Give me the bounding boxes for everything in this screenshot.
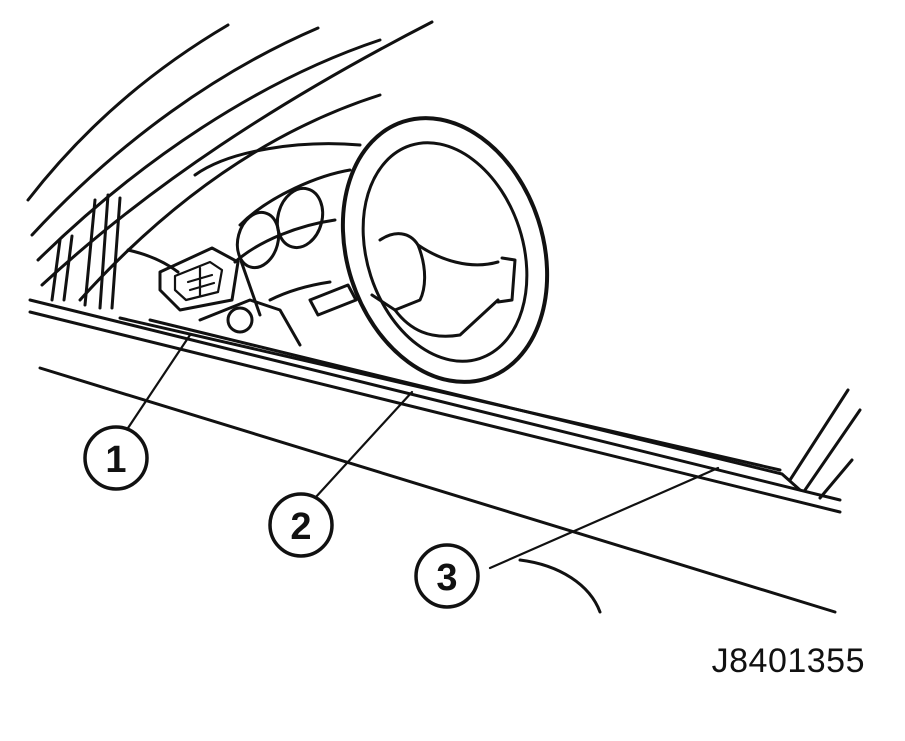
figure-id: J8401355 — [711, 642, 865, 680]
callout-3-label: 3 — [436, 557, 457, 599]
callout-3: 3 — [414, 543, 480, 609]
callout-1: 1 — [83, 425, 149, 491]
dashboard — [126, 142, 362, 347]
callout-2-label: 2 — [290, 506, 311, 548]
leader-lines — [126, 333, 720, 570]
sill-trim — [28, 298, 862, 614]
steering-wheel — [340, 116, 550, 384]
a-pillar — [50, 193, 122, 310]
callout-1-label: 1 — [105, 439, 126, 481]
callout-2: 2 — [268, 492, 334, 558]
